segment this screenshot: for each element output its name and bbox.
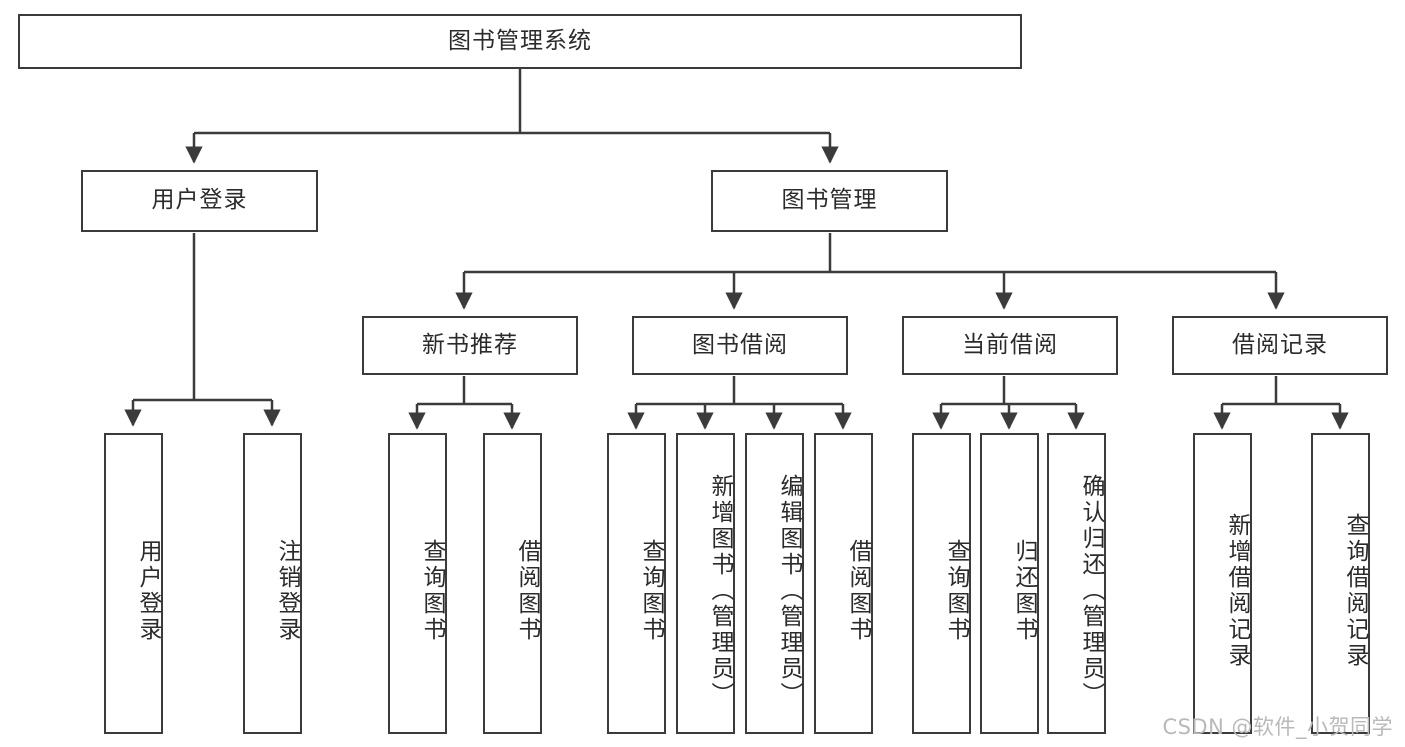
- node-book-borrow[interactable]: 图书借阅: [632, 316, 848, 375]
- node-user-login[interactable]: 用户登录: [81, 170, 318, 232]
- node-leaf-add-book-label: 新增图书（管理员）: [707, 473, 733, 708]
- node-leaf-query-book-2[interactable]: 查询图书: [607, 433, 666, 734]
- node-new-book-recommend-label: 新书推荐: [422, 331, 518, 358]
- node-leaf-query-book-3[interactable]: 查询图书: [912, 433, 971, 734]
- node-leaf-query-book-2-label: 查询图书: [638, 538, 664, 643]
- node-leaf-add-record-label: 新增借阅记录: [1224, 512, 1250, 669]
- node-current-borrow[interactable]: 当前借阅: [902, 316, 1118, 375]
- node-leaf-edit-book[interactable]: 编辑图书（管理员）: [745, 433, 804, 734]
- node-leaf-borrow-book-1[interactable]: 借阅图书: [483, 433, 542, 734]
- node-book-borrow-label: 图书借阅: [692, 331, 788, 358]
- node-leaf-borrow-book-2[interactable]: 借阅图书: [814, 433, 873, 734]
- node-root[interactable]: 图书管理系统: [18, 14, 1022, 69]
- node-book-manage-label: 图书管理: [781, 187, 878, 214]
- watermark: CSDN @软件_小贺同学: [1162, 715, 1393, 739]
- node-leaf-add-record[interactable]: 新增借阅记录: [1193, 433, 1252, 734]
- node-root-label: 图书管理系统: [448, 27, 592, 54]
- node-new-book-recommend[interactable]: 新书推荐: [362, 316, 578, 375]
- node-leaf-add-book[interactable]: 新增图书（管理员）: [676, 433, 735, 734]
- node-leaf-confirm-return-label: 确认归还（管理员）: [1078, 473, 1104, 708]
- node-leaf-borrow-book-1-label: 借阅图书: [514, 538, 540, 643]
- node-current-borrow-label: 当前借阅: [962, 331, 1058, 358]
- node-leaf-query-book-1-label: 查询图书: [419, 538, 445, 643]
- node-book-manage[interactable]: 图书管理: [711, 170, 948, 232]
- node-borrow-record-label: 借阅记录: [1232, 331, 1328, 358]
- node-leaf-logout-login[interactable]: 注销登录: [243, 433, 302, 734]
- node-leaf-edit-book-label: 编辑图书（管理员）: [776, 473, 802, 708]
- node-leaf-return-book-label: 归还图书: [1011, 538, 1037, 643]
- node-leaf-logout-login-label: 注销登录: [274, 538, 300, 643]
- node-leaf-user-login-label: 用户登录: [135, 538, 161, 643]
- node-leaf-query-book-1[interactable]: 查询图书: [388, 433, 447, 734]
- node-leaf-confirm-return[interactable]: 确认归还（管理员）: [1047, 433, 1106, 734]
- node-leaf-query-record-label: 查询借阅记录: [1342, 512, 1368, 669]
- node-user-login-label: 用户登录: [151, 187, 248, 214]
- node-leaf-query-book-3-label: 查询图书: [943, 538, 969, 643]
- node-leaf-query-record[interactable]: 查询借阅记录: [1311, 433, 1370, 734]
- node-leaf-borrow-book-2-label: 借阅图书: [845, 538, 871, 643]
- node-leaf-user-login[interactable]: 用户登录: [104, 433, 163, 734]
- node-borrow-record[interactable]: 借阅记录: [1172, 316, 1388, 375]
- node-leaf-return-book[interactable]: 归还图书: [980, 433, 1039, 734]
